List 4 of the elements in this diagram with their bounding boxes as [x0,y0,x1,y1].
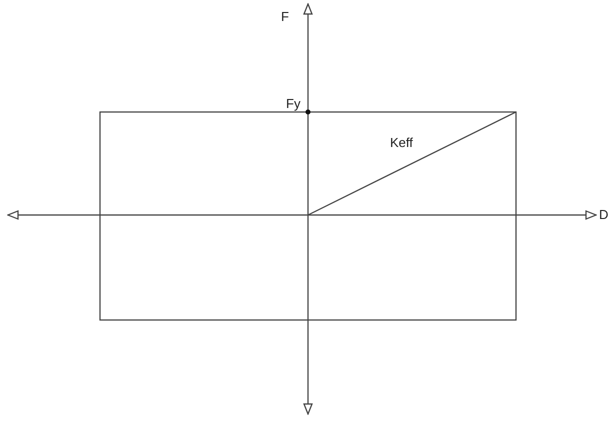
axis-label: F [281,10,289,24]
axis-label: Fy [286,97,300,111]
line-label: Keff [390,136,413,150]
axis-label: D [599,208,608,222]
